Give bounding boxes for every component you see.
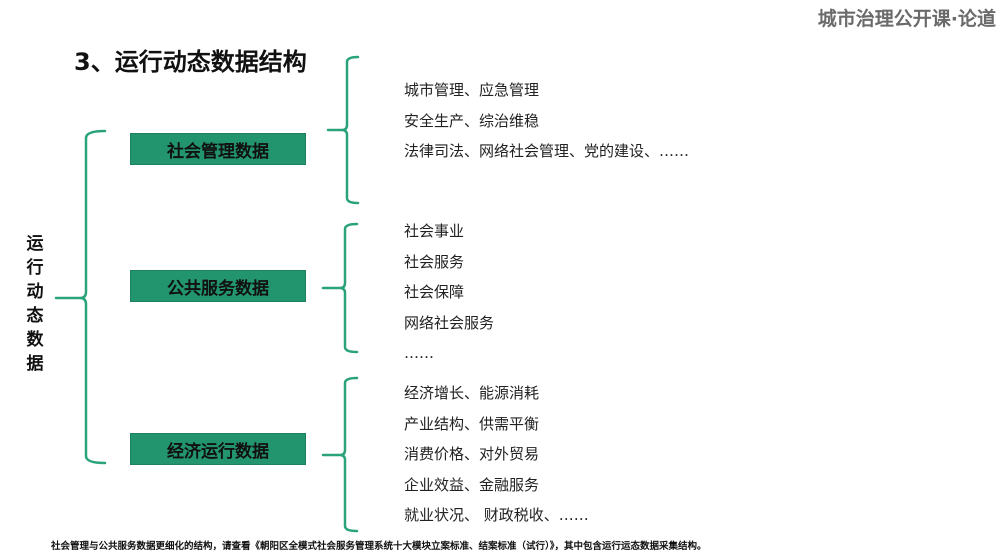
category-box-economic: 经济运行数据 <box>130 433 306 465</box>
list-item: 企业效益、金融服务 <box>404 475 540 494</box>
list-item: 就业状况、 财政税收、…… <box>404 506 589 524</box>
list-item: 网络社会服务 <box>404 313 495 332</box>
root-label-char: 行 <box>26 258 44 278</box>
bracket-economic <box>321 376 359 533</box>
root-label-char: 态 <box>26 306 44 326</box>
bracket-public-service <box>321 222 359 354</box>
root-label-char: 数 <box>26 330 44 350</box>
list-item: 经济增长、能源消耗 <box>404 384 540 402</box>
list-item: 社会保障 <box>404 283 465 301</box>
root-label-char: 据 <box>26 354 44 374</box>
list-item: 城市管理、应急管理 <box>404 81 540 99</box>
category-box-public-service: 公共服务数据 <box>130 270 306 302</box>
page-title: 3、运行动态数据结构 <box>74 48 307 76</box>
list-item: 社会事业 <box>404 222 465 240</box>
list-item: 消费价格、对外贸易 <box>404 445 540 463</box>
social-management-items: 城市管理、应急管理 安全生产、综治维稳 法律司法、网络社会管理、党的建设、…… <box>404 75 689 167</box>
list-item: …… <box>404 344 434 362</box>
economic-items: 经济增长、能源消耗 产业结构、供需平衡 消费价格、对外贸易 企业效益、金融服务 … <box>404 378 589 531</box>
footnote: 社会管理与公共服务数据更细化的结构，请查看《朝阳区全模式社会服务管理系统十大模块… <box>51 541 707 552</box>
root-bracket <box>54 129 107 465</box>
list-item: 法律司法、网络社会管理、党的建设、…… <box>404 142 690 160</box>
list-item: 产业结构、供需平衡 <box>404 414 540 433</box>
brand-watermark: 城市治理公开课·论道 <box>817 8 996 30</box>
root-label: 运 行 动 态 数 据 <box>24 232 46 376</box>
category-box-social-management: 社会管理数据 <box>130 133 306 165</box>
root-label-char: 动 <box>26 282 44 302</box>
list-item: 安全生产、综治维稳 <box>404 111 540 130</box>
bracket-social-management <box>326 55 360 205</box>
list-item: 社会服务 <box>404 252 465 271</box>
root-label-char: 运 <box>26 234 44 254</box>
public-service-items: 社会事业 社会服务 社会保障 网络社会服务 …… <box>404 216 494 369</box>
